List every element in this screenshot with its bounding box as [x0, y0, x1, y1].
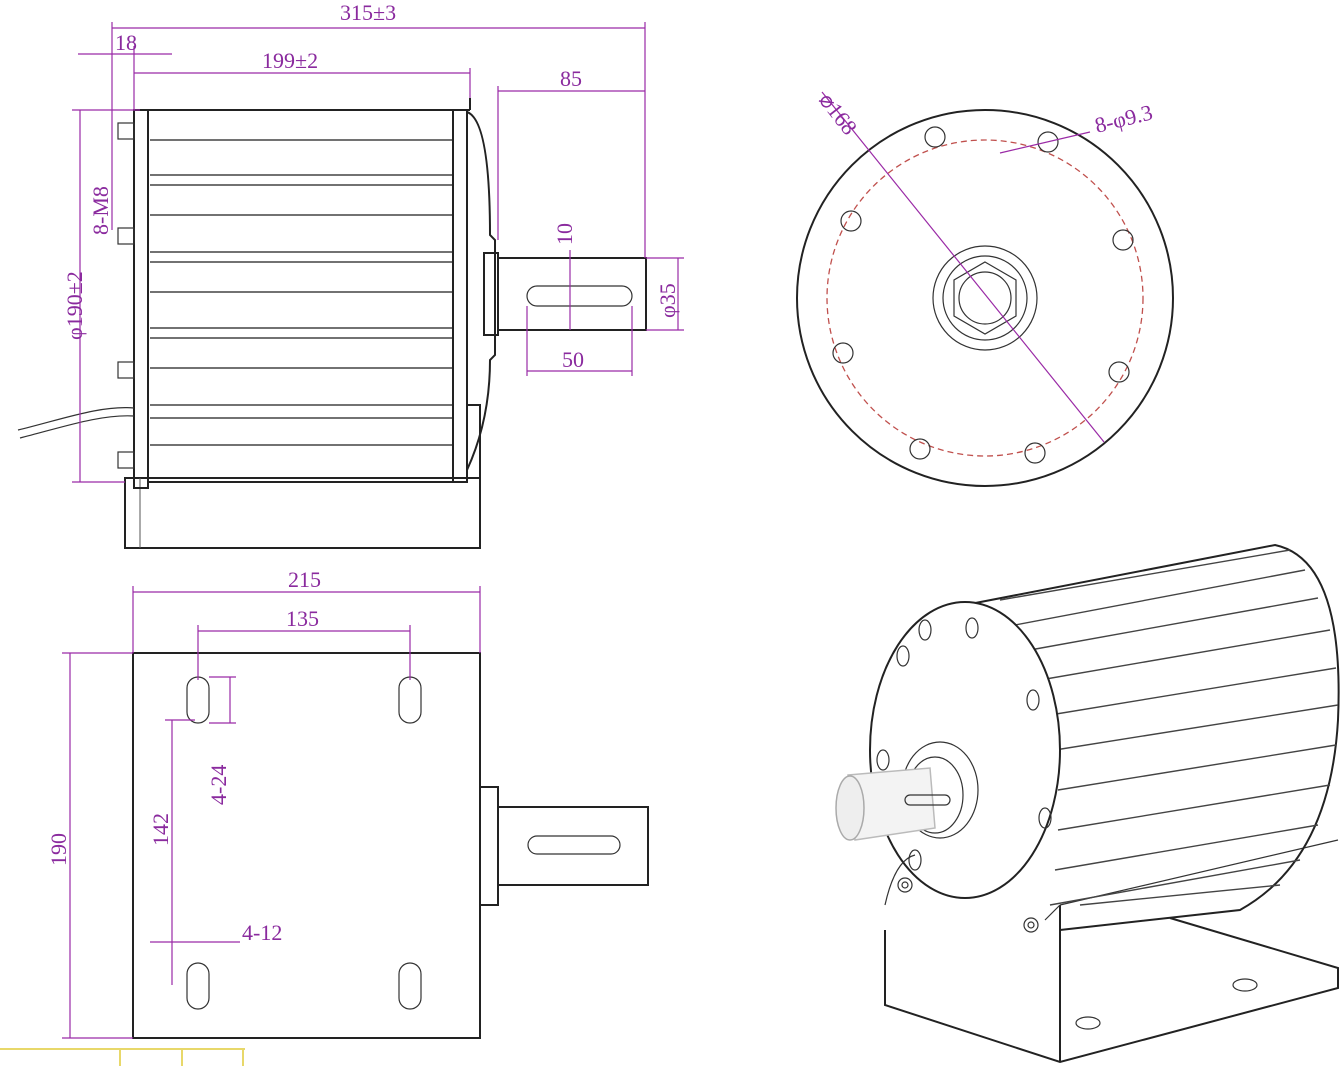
side-shaft	[497, 257, 647, 331]
dim-key-width: 10	[552, 223, 577, 245]
dim-shaft-diameter: φ35	[655, 283, 680, 318]
dim-flange-holes: 8-φ9.3	[1092, 99, 1155, 137]
dim-body-diameter: φ190±2	[62, 271, 87, 340]
pitch-circle	[826, 139, 1144, 457]
side-base-plate	[124, 477, 481, 549]
cable	[17, 407, 135, 431]
end-flange-outline	[796, 109, 1174, 487]
side-dimensions: 315±3 18 199±2 85 φ190±2 8-M8 10 φ35 50	[62, 0, 684, 483]
end-view	[796, 109, 1174, 487]
end-dimensions: ⌀168 8-φ9.3	[814, 88, 1155, 443]
side-rear-boss	[466, 111, 496, 471]
side-fins	[150, 139, 452, 446]
iso-fins	[999, 549, 1339, 906]
flange-holes	[832, 126, 1134, 464]
iso-flange-holes	[876, 617, 1052, 871]
side-view	[17, 98, 647, 549]
dim-base-height: 190	[46, 833, 71, 866]
dim-slot-spacing-y: 142	[148, 813, 173, 846]
plan-shaft	[497, 806, 649, 886]
iso-keyway	[904, 794, 951, 806]
base-plate	[132, 652, 481, 1039]
side-shaft-keyway	[526, 285, 633, 307]
title-block-fragment	[0, 1048, 245, 1066]
dim-pcd: ⌀168	[814, 88, 862, 140]
dim-base-width: 215	[288, 567, 321, 592]
dim-body-length: 199±2	[262, 48, 318, 73]
dim-slot-length: 4-24	[206, 765, 231, 805]
side-rear-flange	[452, 109, 468, 483]
end-shaft	[958, 271, 1012, 325]
isometric-view	[835, 543, 1340, 1064]
iso-base	[884, 917, 1339, 1064]
base-slots	[186, 676, 422, 1010]
plan-view	[132, 652, 649, 1039]
dim-flange-offset: 18	[115, 30, 137, 55]
plan-keyway	[527, 835, 621, 855]
side-body	[147, 109, 454, 483]
dim-end-bolts: 8-M8	[88, 186, 113, 235]
side-bracket	[466, 404, 481, 478]
plan-dimensions: 215 135 190 142 4-24 4-12	[46, 567, 481, 1039]
side-front-flange	[133, 109, 149, 489]
side-bolts	[117, 122, 135, 469]
dim-slot-spacing-x: 135	[286, 606, 319, 631]
dim-key-length: 50	[562, 347, 584, 372]
dim-overall-length: 315±3	[340, 0, 396, 25]
shaft-hex	[953, 261, 1017, 335]
iso-front-flange	[869, 601, 1061, 899]
dim-slot-width: 4-12	[242, 920, 282, 945]
dim-shaft-length: 85	[560, 66, 582, 91]
iso-body	[964, 543, 1340, 931]
